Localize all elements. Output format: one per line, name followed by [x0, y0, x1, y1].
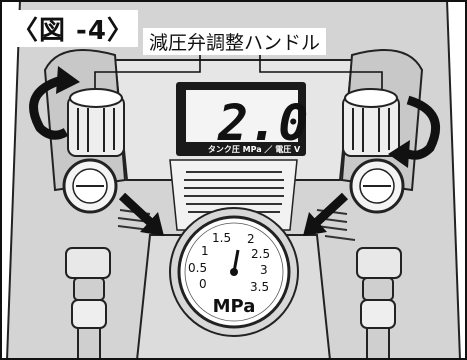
gauge-tick: 2.5	[251, 247, 271, 261]
right-coupler	[356, 247, 402, 360]
gauge-tick: 0	[199, 277, 207, 291]
gauge-tick: 0.5	[188, 261, 208, 275]
gauge-tick: 3	[260, 263, 268, 277]
gauge-tick: 2	[247, 232, 255, 246]
lcd-screen	[186, 90, 298, 142]
right-tank-gauge	[349, 158, 405, 214]
lcd-value: 2.0	[218, 94, 309, 152]
regulator-handle-label: 減圧弁調整ハンドル	[143, 28, 327, 55]
pressure-gauge	[169, 207, 299, 337]
gauge-tick: 1	[201, 244, 209, 258]
left-tank-gauge	[62, 158, 118, 214]
callout-leaders	[94, 52, 383, 95]
gauge-tick: 1.5	[212, 231, 232, 245]
right-regulator-knob	[342, 88, 400, 157]
rotate-arrow-left-icon	[29, 75, 69, 140]
gauge-unit: MPa	[212, 296, 256, 317]
rotate-arrow-right-icon	[401, 95, 441, 160]
left-regulator-knob	[67, 88, 125, 157]
arrow-down-right-icon	[118, 192, 164, 236]
arrow-down-left-icon	[303, 192, 349, 236]
gauge-tick: 3.5	[250, 280, 270, 294]
lcd-label: タンク圧 MPa ／ 電圧 V	[207, 145, 301, 154]
left-coupler	[65, 247, 111, 360]
figure-title: 〈図 -4〉	[8, 10, 138, 47]
